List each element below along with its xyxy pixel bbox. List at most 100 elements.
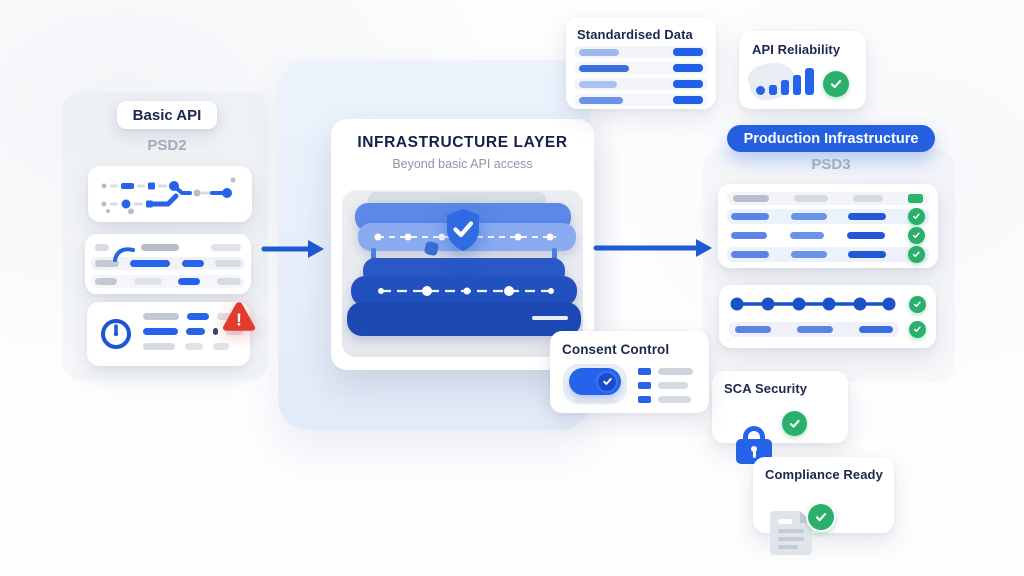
item-bar — [658, 396, 691, 403]
table-row — [727, 227, 929, 244]
cell-bar — [141, 243, 179, 251]
cell-bar — [797, 326, 833, 333]
cell-bar — [731, 251, 769, 258]
psd2-fragmented-path-card — [88, 166, 252, 222]
timeline-dots-graphic — [730, 297, 896, 311]
warning-triangle-icon: ! — [223, 302, 255, 331]
consent-control-card: Consent Control — [550, 331, 709, 413]
cell-bar — [848, 251, 887, 258]
infrastructure-subtitle: Beyond basic API access — [392, 157, 533, 171]
arrow-left-to-center-icon — [261, 240, 324, 258]
cell-bar — [673, 48, 703, 56]
lock-keyhole — [751, 446, 757, 452]
shield-check-icon — [447, 209, 479, 251]
item-marker — [638, 382, 651, 389]
signal-bar — [781, 80, 789, 95]
cell-bar — [216, 278, 241, 285]
table-row — [143, 312, 243, 320]
psd2-label: PSD2 — [147, 137, 187, 154]
table-header-row — [727, 192, 929, 205]
cell-bar — [790, 232, 824, 239]
table-row — [91, 257, 245, 270]
signal-bar — [793, 75, 801, 95]
data-row — [574, 94, 708, 106]
cell-bar — [143, 312, 179, 320]
signal-bar — [805, 68, 814, 95]
status-pill — [908, 194, 923, 203]
header-bar — [794, 195, 828, 202]
item-bar — [658, 368, 693, 375]
cell-bar — [178, 278, 201, 285]
cell-bar — [673, 80, 703, 88]
cell-bar — [214, 260, 241, 267]
table-row — [95, 242, 241, 252]
psd3-timeline-card — [719, 285, 936, 348]
cell-bar — [181, 260, 204, 267]
table-row — [727, 246, 929, 263]
consent-item-row — [638, 396, 693, 403]
document-line — [778, 545, 798, 549]
cell-bar — [579, 80, 617, 88]
cell-bar — [579, 64, 629, 72]
cell-bar — [95, 260, 119, 267]
fragmented-path-graphic — [101, 177, 236, 214]
consent-item-row — [638, 368, 693, 375]
cell-bar — [185, 327, 205, 335]
check-circle-icon — [806, 502, 836, 532]
node-line-graphic — [378, 286, 554, 296]
toggle-knob — [596, 370, 618, 393]
infrastructure-title: INFRASTRUCTURE LAYER — [357, 134, 568, 151]
cell-bar — [790, 213, 827, 220]
consent-toggle-switch[interactable] — [569, 368, 621, 395]
warning-glyph: ! — [236, 309, 242, 329]
cell-bar — [790, 251, 827, 258]
basic-api-badge: Basic API — [117, 101, 217, 129]
consent-items — [638, 368, 693, 403]
signal-bar — [769, 85, 777, 95]
cell-bar — [133, 278, 162, 285]
sca-security-title: SCA Security — [724, 381, 808, 396]
cell-bar — [143, 342, 175, 350]
table-row — [91, 275, 245, 288]
consent-control-title: Consent Control — [562, 342, 670, 357]
lock-shackle — [743, 426, 765, 446]
status-dash — [532, 316, 568, 320]
signal-dot — [756, 86, 765, 95]
check-circle-icon — [907, 246, 925, 263]
data-row — [574, 46, 708, 58]
check-circle-icon — [782, 411, 807, 436]
sca-security-card: SCA Security — [712, 371, 848, 464]
cell-bar — [143, 327, 178, 335]
arrow-center-to-right-icon — [593, 239, 712, 257]
clock-icon — [101, 319, 131, 349]
broken-connector-graphic — [113, 247, 135, 262]
standardised-data-card: Standardised Data — [566, 17, 716, 109]
compliance-ready-title: Compliance Ready — [765, 467, 883, 482]
cell-bar — [673, 64, 703, 72]
check-circle-icon — [909, 321, 926, 338]
latency-rows — [143, 312, 243, 350]
cell-bar — [579, 48, 619, 56]
consent-item-row — [638, 382, 693, 389]
api-reliability-card: API Reliability — [739, 31, 866, 109]
lock-stem — [752, 451, 756, 458]
document-line — [778, 537, 804, 541]
basic-api-badge-label: Basic API — [132, 106, 202, 124]
cell-bar — [185, 342, 203, 350]
cell-bar — [731, 232, 767, 239]
psd3-label: PSD3 — [811, 156, 851, 173]
signal-bars-icon — [756, 65, 814, 95]
item-marker — [638, 396, 651, 403]
item-marker — [638, 368, 651, 375]
psd2-unreliable-card: ! — [87, 302, 255, 366]
header-bar — [853, 195, 883, 202]
layer-stack-illustration — [342, 190, 583, 357]
cell-bar — [213, 342, 229, 350]
cell-bar — [130, 260, 171, 267]
cell-bar — [95, 243, 109, 251]
data-row — [574, 78, 708, 90]
cell-bar — [225, 327, 243, 335]
production-infrastructure-label: Production Infrastructure — [743, 130, 919, 147]
cell-bar — [217, 312, 241, 320]
